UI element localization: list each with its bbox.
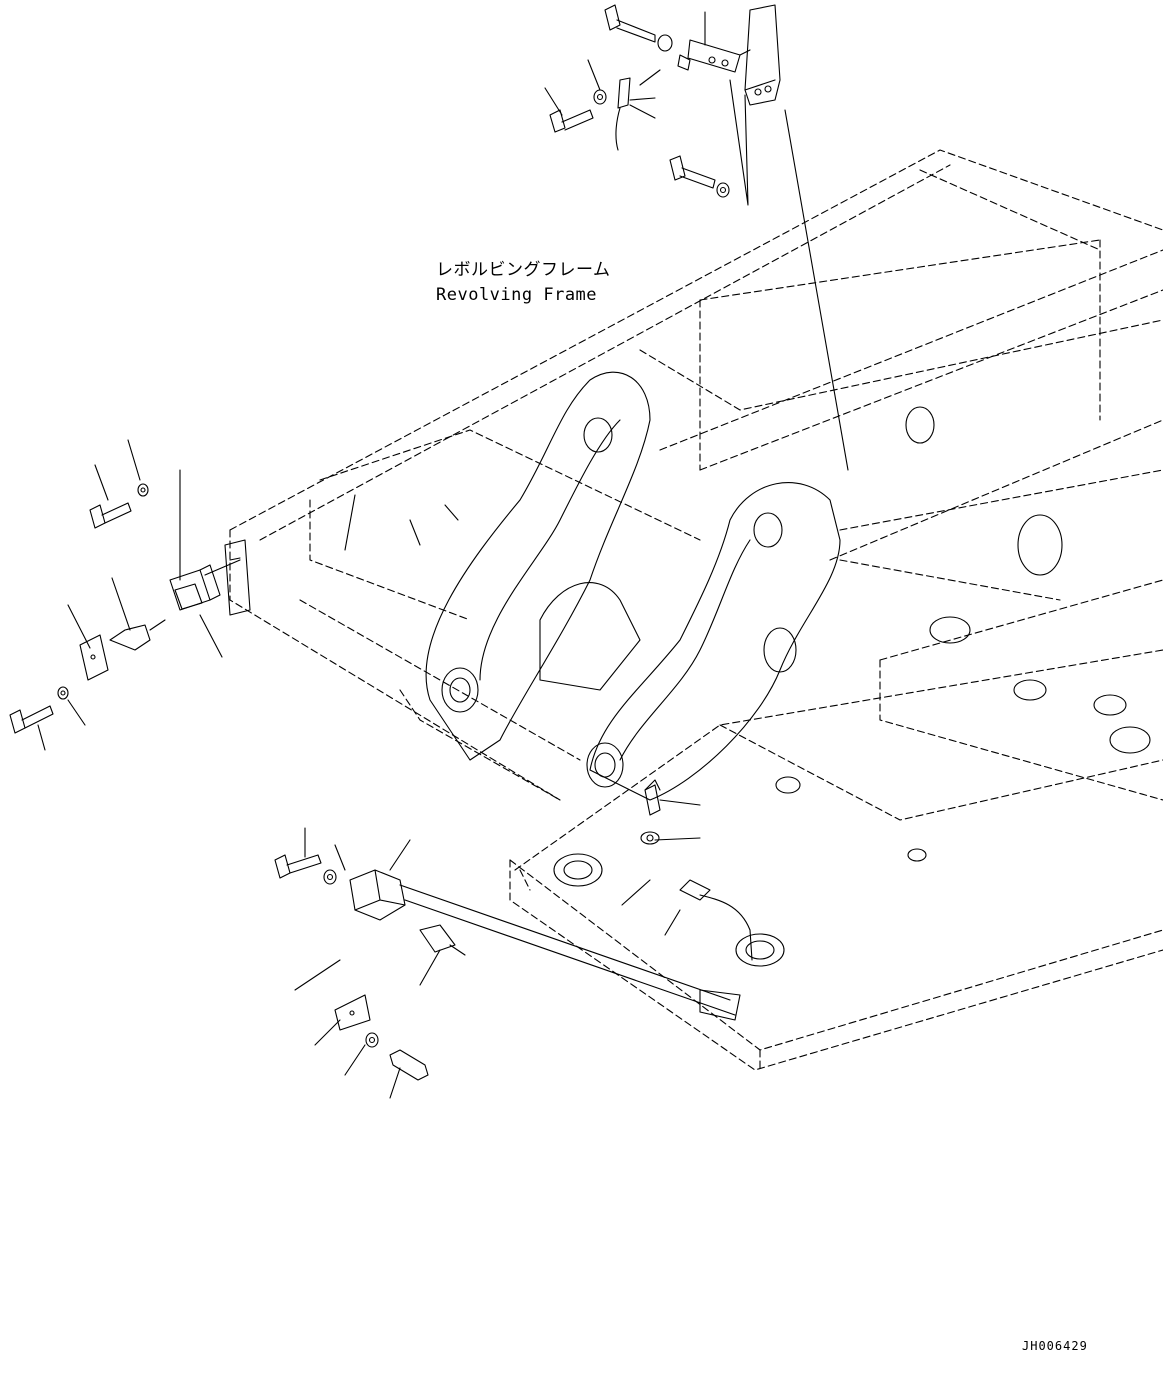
lower-sensor-assembly [275, 780, 752, 1080]
revolving-frame [230, 150, 1163, 1070]
boom-bracket [426, 372, 840, 800]
drawing-id: JH006429 [1022, 1339, 1088, 1353]
left-sensor-assembly [10, 470, 250, 733]
frame-label-japanese: レボルビングフレーム [436, 260, 611, 280]
top-bracket-assembly [550, 5, 848, 470]
leader-lines [38, 12, 705, 1098]
frame-label-english: Revolving Frame [436, 285, 598, 305]
frame-details [554, 407, 1150, 966]
